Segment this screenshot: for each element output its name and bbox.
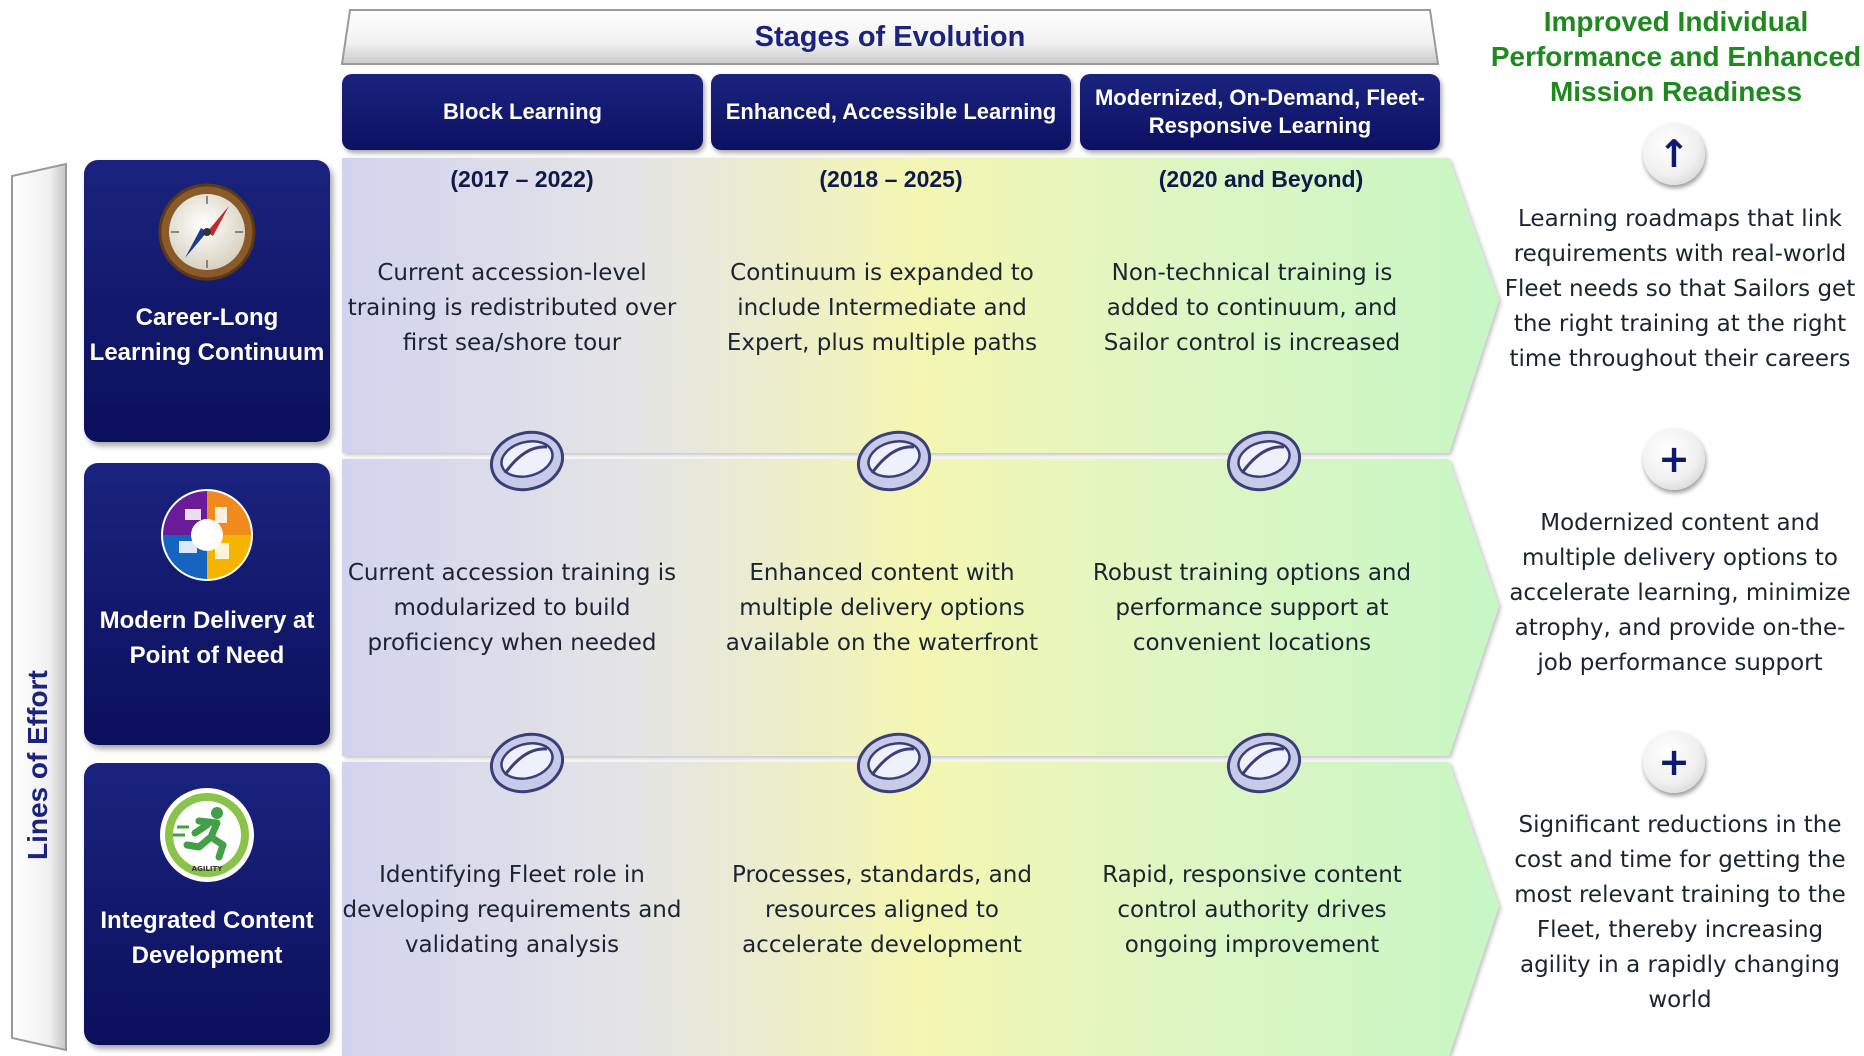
chain-link-icon (485, 425, 569, 495)
lines-of-effort-label: Lines of Effort (22, 670, 53, 860)
cell-r1-c3: Non-technical training is added to conti… (1103, 260, 1401, 356)
chain-link-icon (1222, 425, 1306, 495)
outcome-item-3: Significant reductions in the cost and t… (1514, 812, 1846, 1013)
row-label-modern-delivery: Modern Delivery at Point of Need (84, 463, 330, 745)
stages-banner-shape (340, 9, 1440, 65)
compass-icon (157, 182, 257, 282)
cell-r3-c1: Identifying Fleet role in developing req… (342, 862, 682, 958)
agility-badge-text: AGILITY (192, 865, 224, 873)
stage-years-2: (2018 – 2025) (819, 166, 963, 192)
cell-r1-c1: Current accession-level training is redi… (347, 260, 677, 356)
row-label-integrated-content: AGILITY Integrated Content Development (84, 763, 330, 1045)
stage-bands-shape (342, 158, 1499, 1056)
chain-link-icon (485, 727, 569, 797)
stages-banner: Stages of Evolution (340, 8, 1440, 66)
cell-r1-c2: Continuum is expanded to include Interme… (726, 260, 1038, 356)
cell-r2-c2: Enhanced content with multiple delivery … (725, 560, 1039, 656)
cell-r3-c3: Rapid, responsive content control author… (1102, 862, 1402, 958)
chain-link-icon (852, 727, 936, 797)
stage-header-block-learning: Block Learning (342, 74, 703, 150)
stage-years-3: (2020 and Beyond) (1158, 166, 1364, 192)
row-label-text: Modern Delivery at Point of Need (99, 607, 315, 669)
stage-bands (342, 156, 1502, 1056)
lines-of-effort-bracket: Lines of Effort (8, 162, 72, 1052)
stage-years-1: (2017 – 2022) (450, 166, 594, 192)
delivery-globe-icon (157, 485, 257, 585)
cell-r3-c2: Processes, standards, and resources alig… (732, 862, 1032, 958)
row-label-text: Integrated Content Development (100, 907, 314, 969)
plus-icon: + (1643, 731, 1705, 793)
row-label-career-long: Career-Long Learning Continuum (84, 160, 330, 442)
row-label-text: Career-Long Learning Continuum (89, 304, 325, 366)
chain-link-icon (852, 425, 936, 495)
agility-runner-icon: AGILITY (157, 785, 257, 885)
cell-r2-c3: Robust training options and performance … (1092, 560, 1412, 656)
outcome-item-2: Modernized content and multiple delivery… (1509, 510, 1851, 676)
outcome-title: Improved Individual Performance and Enha… (1490, 6, 1862, 107)
plus-icon: + (1643, 428, 1705, 490)
stages-title: Stages of Evolution (754, 21, 1026, 53)
arrow-up-icon: ↑ (1643, 123, 1705, 185)
stage-header-enhanced-learning: Enhanced, Accessible Learning (711, 74, 1071, 150)
chain-link-icon (1222, 727, 1306, 797)
outcome-item-1: Learning roadmaps that link requirements… (1504, 206, 1856, 372)
stage-header-modernized-learning: Modernized, On-Demand, Fleet-Responsive … (1080, 74, 1440, 150)
cell-r2-c1: Current accession training is modularize… (347, 560, 677, 656)
